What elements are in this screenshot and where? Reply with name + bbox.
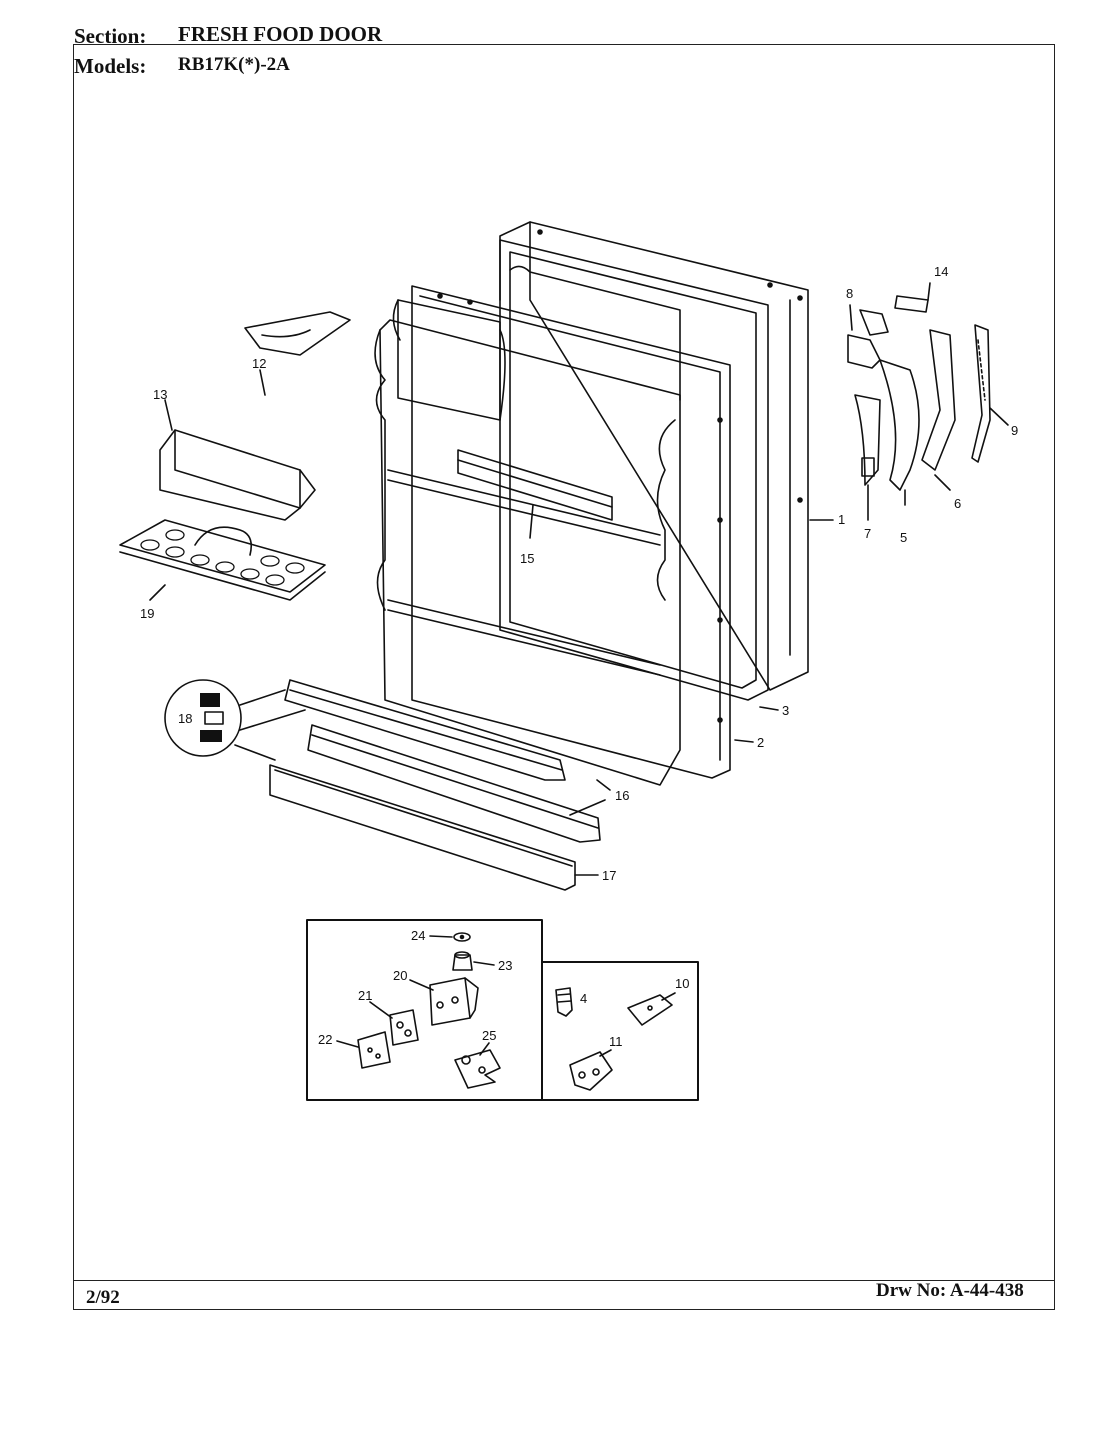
inner-door-frame [411,285,731,779]
handle-insert [894,295,929,313]
callout-23: 23 [498,958,512,973]
small-tray [244,311,351,356]
leader-21 [369,1001,393,1019]
shelf-front-bar [269,764,576,891]
hinge-bracket-upper [429,977,479,1026]
hinge-strip [971,324,991,463]
leader-24 [429,935,453,938]
callout-16: 16 [615,788,629,803]
leader-16 [596,779,611,791]
leader-11 [599,1049,612,1057]
hinge-pin-washer [453,932,471,942]
leader-25 [479,1042,490,1056]
drawing-number: Drw No: A-44-438 [876,1280,1024,1301]
callout-19: 19 [140,606,154,621]
handle-bracket [847,309,889,369]
leader-9 [989,407,1009,426]
callout-4: 4 [580,991,587,1006]
callout-25: 25 [482,1028,496,1043]
callout-9: 9 [1011,423,1018,438]
leader-16b [569,799,606,816]
callout-5: 5 [900,530,907,545]
shelf-rail-lower [307,724,601,843]
hinge-shim [357,1031,391,1069]
leader-10 [661,992,676,1001]
detail-circle-18 [164,679,306,761]
models-label: Models: [74,54,147,78]
callout-2: 2 [757,735,764,750]
door-handle-strip [879,359,920,491]
leader-6 [934,474,951,491]
egg-tray [119,519,326,601]
callout-13: 13 [153,387,167,402]
callout-15: 15 [520,551,534,566]
lower-hinge [454,1049,501,1089]
leader-12 [259,369,266,396]
fastener-kit-box [541,961,699,1101]
door-gasket [499,239,769,701]
leader-8 [849,304,853,331]
leader-13 [164,399,173,431]
callout-10: 10 [675,976,689,991]
callout-20: 20 [393,968,407,983]
callout-8: 8 [846,286,853,301]
callout-18: 18 [178,711,192,726]
models-value: RB17K(*)-2A [178,54,290,75]
callout-7: 7 [864,526,871,541]
leader-15 [529,504,534,539]
hinge-pin-bushing [452,951,473,971]
butter-compartment [159,429,316,521]
door-liner-shelves [374,265,681,786]
revision-date: 2/92 [86,1287,120,1308]
shelf-rail-upper [284,679,566,781]
leader-2 [734,739,754,743]
callout-1: 1 [838,512,845,527]
callout-6: 6 [954,496,961,511]
callout-24: 24 [411,928,425,943]
cover-plate-lower [569,1051,613,1091]
leader-19 [149,584,166,601]
footer-divider [73,1280,1055,1281]
screw-part [555,987,573,1017]
callout-22: 22 [318,1032,332,1047]
door-bar [457,449,613,521]
callout-11: 11 [609,1034,623,1049]
leader-20 [409,979,434,991]
drawing-frame [73,44,1055,1310]
callout-21: 21 [358,988,372,1003]
leader-14 [927,282,931,301]
hinge-kit-box [306,919,543,1101]
hinge-plate [389,1009,419,1046]
section-title: FRESH FOOD DOOR [178,22,383,46]
callout-17: 17 [602,868,616,883]
handle-end-cap [854,394,881,486]
callout-14: 14 [934,264,948,279]
callout-12: 12 [252,356,266,371]
outer-door-panel [499,221,809,691]
leader-22 [336,1040,359,1048]
leader-23 [473,961,495,966]
handle-trim [921,329,956,471]
callout-3: 3 [782,703,789,718]
leader-3 [759,706,779,711]
cover-plate-upper [627,994,673,1026]
